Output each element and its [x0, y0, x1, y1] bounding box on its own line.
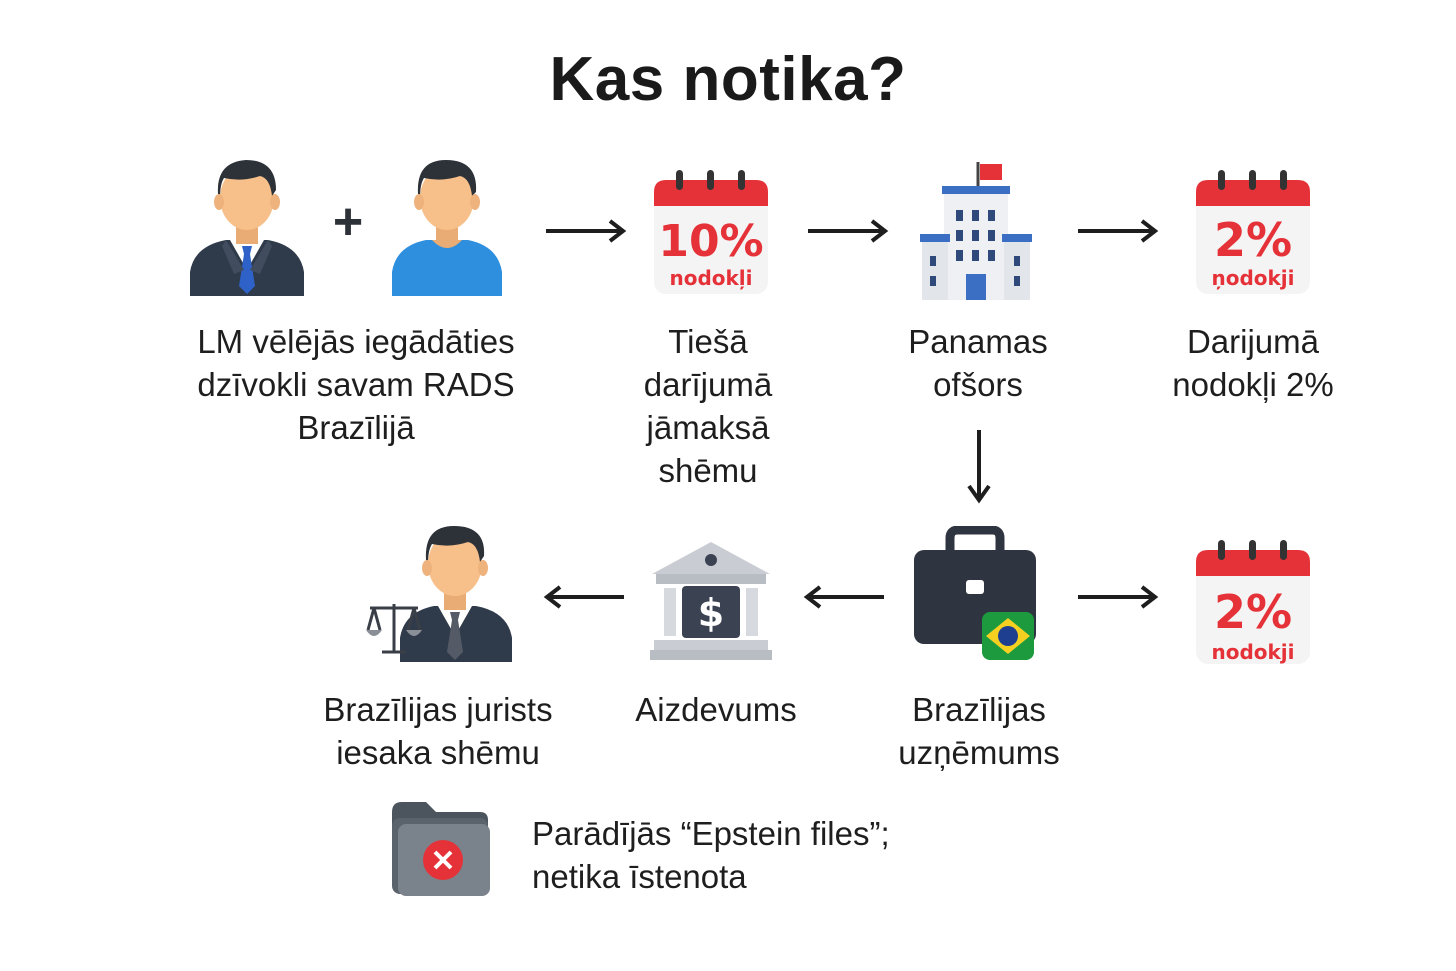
person-icon: [392, 160, 502, 296]
tax-percent-label: 10%: [658, 216, 763, 267]
tax-percent-label: 2%: [1214, 213, 1292, 267]
bank-icon: $: [650, 542, 772, 660]
arrow-down-icon: [967, 430, 991, 504]
arrow-left-icon: [543, 585, 624, 609]
tax-word-label: ņodokji: [1211, 266, 1294, 290]
loan-label: Aizdevums: [635, 691, 797, 728]
page-title: Kas notika?: [549, 45, 907, 114]
brazil-company-label: Brazīlijas uzņēmums: [898, 691, 1060, 771]
arrow-right-icon: [1078, 585, 1159, 609]
lawyer-icon: [366, 526, 512, 662]
arrow-right-icon: [1078, 219, 1159, 243]
plus-sign: +: [332, 193, 364, 251]
tax-word-label: nodokji: [1211, 640, 1294, 664]
businessman-icon: [190, 160, 304, 296]
arrow-left-icon: [803, 585, 884, 609]
deal-tax-label: Darijumā nodokļi 2%: [1172, 323, 1334, 403]
arrow-right-icon: [808, 219, 889, 243]
calendar-icon: 2% nodokji: [1196, 540, 1310, 664]
outcome-text: Parādījās “Epstein files”; netika īsteno…: [532, 815, 890, 895]
brazil-flag-icon: [982, 612, 1034, 660]
tax-word-label: nodokļi: [669, 266, 752, 290]
arrow-right-icon: [546, 219, 627, 243]
calendar-icon: 10% nodokļi: [654, 170, 768, 294]
office-building-icon: [920, 162, 1032, 300]
tax-percent-label: 2%: [1214, 585, 1292, 639]
buyer-label: LM vēlējās iegādāties dzīvokli savam RAD…: [197, 323, 515, 446]
direct-tax-label: Tiešā darījumā jāmaksā shēmu: [643, 323, 773, 489]
calendar-icon: 2% ņodokji: [1196, 170, 1310, 294]
lawyer-label: Brazīlijas jurists iesaka shēmu: [323, 691, 553, 771]
svg-text:$: $: [698, 591, 724, 635]
folder-error-icon: [392, 802, 490, 896]
panama-offshore-label: Panamas ofšors: [908, 323, 1048, 403]
